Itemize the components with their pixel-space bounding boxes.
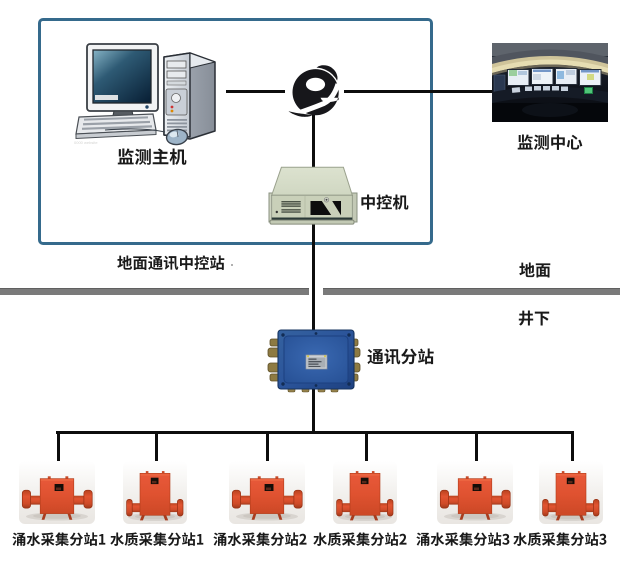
svg-text:0000 website: 0000 website xyxy=(74,140,98,145)
